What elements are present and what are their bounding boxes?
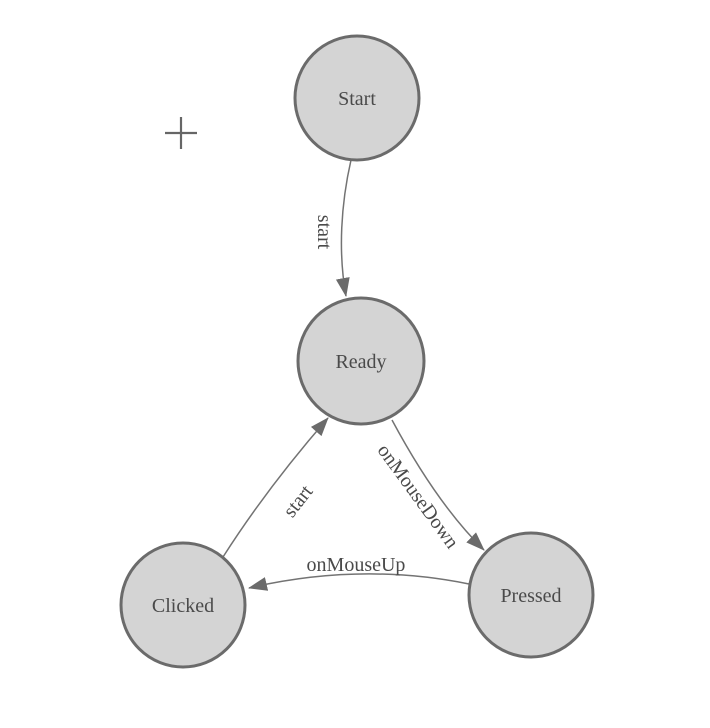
state-node-ready[interactable]: Ready <box>296 296 426 426</box>
origin-crosshair-icon <box>165 117 197 149</box>
state-label-ready: Ready <box>335 351 386 373</box>
state-circle-ready[interactable] <box>296 296 426 426</box>
state-label-start: Start <box>338 88 376 110</box>
state-label-pressed: Pressed <box>500 585 561 607</box>
transition-clicked-to-ready[interactable] <box>222 417 329 558</box>
state-node-pressed[interactable]: Pressed <box>467 531 595 659</box>
state-label-clicked: Clicked <box>152 595 214 617</box>
transition-label-start-to-ready: start <box>313 215 335 250</box>
state-circle-clicked[interactable] <box>119 541 247 669</box>
transition-label-clicked-to-ready: start <box>279 481 318 522</box>
state-circle-pressed[interactable] <box>467 531 595 659</box>
transition-start-to-ready[interactable] <box>335 159 352 297</box>
transition-pressed-to-clicked[interactable] <box>248 573 470 591</box>
transition-label-pressed-to-clicked: onMouseUp <box>307 554 406 576</box>
transition-label-ready-to-pressed: onMouseDown <box>373 440 463 553</box>
state-circle-start[interactable] <box>293 34 421 162</box>
state-node-start[interactable]: Start <box>293 34 421 162</box>
transition-ready-to-pressed[interactable] <box>391 419 485 551</box>
state-node-clicked[interactable]: Clicked <box>119 541 247 669</box>
